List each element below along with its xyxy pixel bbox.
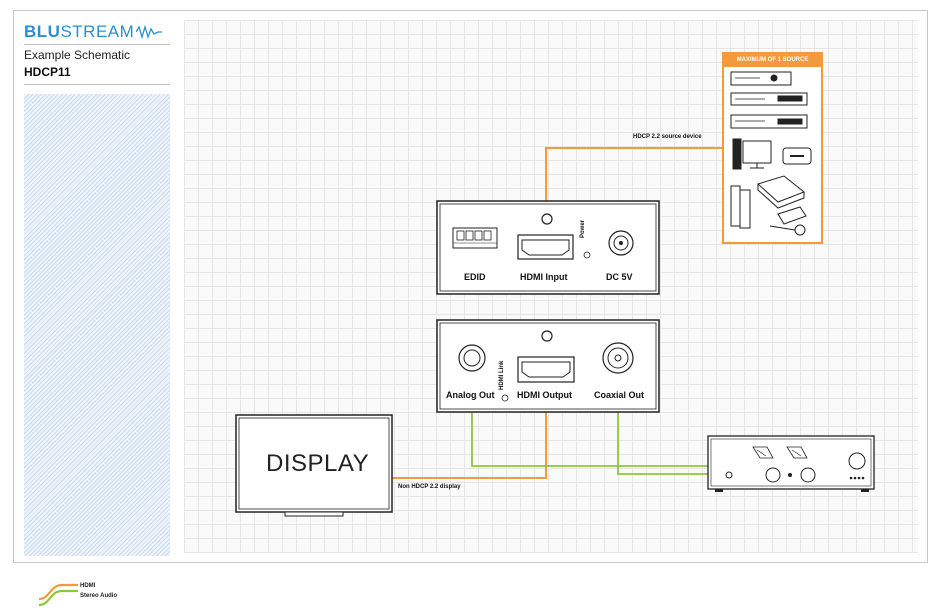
- coaxial-jack-icon: [602, 342, 634, 374]
- analog-out-label: Analog Out: [446, 390, 495, 400]
- wave-icon: [136, 25, 163, 39]
- hdmi-link-label: HDMI Link: [499, 360, 505, 390]
- edid-switch-icon: [452, 227, 498, 249]
- source-connection-label: HDCP 2.2 source device: [633, 134, 702, 140]
- power-led-icon: [583, 251, 591, 259]
- link-led-icon: [501, 394, 509, 402]
- source-box: MAXIMUM OF 1 SOURCE: [722, 52, 823, 244]
- power-label: Power: [580, 219, 586, 238]
- brand-logo: BLUSTREAM: [24, 18, 163, 46]
- hdmi-output-port-icon: [517, 356, 575, 383]
- divider: [24, 44, 170, 45]
- analog-jack-icon: [458, 344, 486, 372]
- output-unit: [436, 319, 660, 413]
- divider: [24, 84, 170, 85]
- display-connection-label: Non HDCP 2.2 display: [398, 484, 461, 490]
- led-icon: [541, 213, 553, 225]
- hdmi-input-label: HDMI Input: [520, 272, 568, 282]
- source-box-title: MAXIMUM OF 1 SOURCE: [724, 54, 821, 67]
- display-label: DISPLAY: [266, 450, 370, 477]
- edid-label: EDID: [464, 272, 486, 282]
- legend: HDMI Stereo Audio: [34, 577, 154, 611]
- display-monitor: [235, 414, 393, 517]
- schematic-subtitle: Example Schematic: [24, 48, 131, 62]
- coaxial-out-label: Coaxial Out: [594, 390, 645, 400]
- legend-item-audio: Stereo Audio: [80, 593, 118, 599]
- dc-port-icon: [608, 230, 634, 256]
- amplifier: [707, 435, 875, 492]
- input-unit: [436, 200, 660, 295]
- hdmi-output-label: HDMI Output: [517, 390, 572, 400]
- schematic-model: HDCP11: [24, 65, 71, 79]
- legend-lines-icon: [38, 583, 78, 607]
- hdmi-input-port-icon: [517, 234, 574, 260]
- led-icon: [541, 330, 553, 342]
- brand-name-bold: BLU: [24, 22, 61, 41]
- legend-item-hdmi: HDMI: [80, 583, 96, 589]
- dc-label: DC 5V: [606, 272, 633, 282]
- brand-name-rest: STREAM: [60, 22, 135, 41]
